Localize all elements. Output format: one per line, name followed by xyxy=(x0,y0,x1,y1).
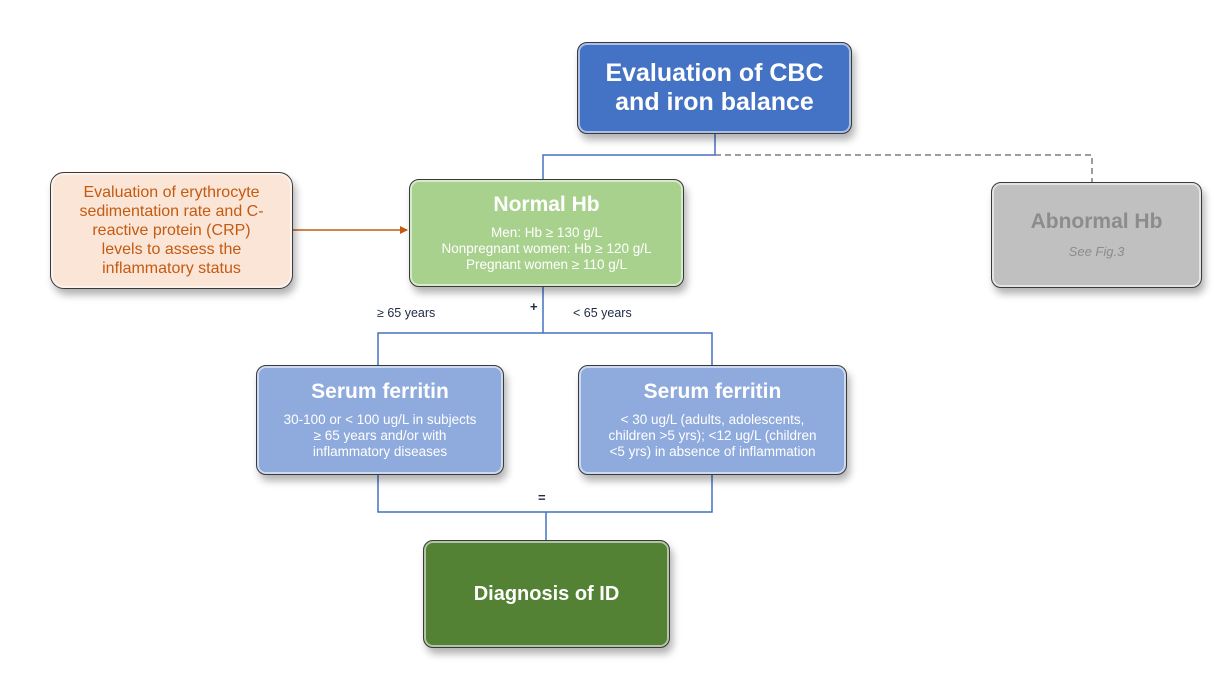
inflammation-evaluation-text: Evaluation of erythrocyte sedimentation … xyxy=(79,183,264,278)
serum-ferritin-elderly-box: Serum ferritin 30-100 or < 100 ug/L in s… xyxy=(256,365,504,475)
cbc-evaluation-box: Evaluation of CBC and iron balance xyxy=(577,42,852,134)
cbc-evaluation-title: Evaluation of CBC and iron balance xyxy=(605,59,824,116)
serum-ferritin-younger-box: Serum ferritin < 30 ug/L (adults, adoles… xyxy=(578,365,847,475)
serum-ferritin-younger-text: < 30 ug/L (adults, adolescents, children… xyxy=(608,411,817,460)
serum-ferritin-elderly-title: Serum ferritin xyxy=(311,379,449,403)
normal-hb-title: Normal Hb xyxy=(493,192,600,216)
abnormal-hb-title: Abnormal Hb xyxy=(1030,210,1163,234)
diagnosis-box: Diagnosis of ID xyxy=(423,540,670,648)
connector-cbc-to-normal xyxy=(542,134,716,179)
connector-normal-split xyxy=(377,287,544,365)
inflammation-evaluation-box: Evaluation of erythrocyte sedimentation … xyxy=(50,172,293,289)
normal-hb-criteria: Men: Hb ≥ 130 g/L Nonpregnant women: Hb … xyxy=(441,224,652,273)
age-65-plus-label: ≥ 65 years xyxy=(377,306,436,320)
abnormal-hb-box: Abnormal Hb See Fig.3 xyxy=(991,182,1202,288)
age-under-65-label: < 65 years xyxy=(573,306,632,320)
equals-symbol: = xyxy=(538,490,546,505)
diagnosis-title: Diagnosis of ID xyxy=(473,582,620,605)
connector-cbc-to-abnormal xyxy=(715,154,1093,182)
normal-hb-box: Normal Hb Men: Hb ≥ 130 g/L Nonpregnant … xyxy=(409,179,684,287)
connector-normal-split-right xyxy=(543,332,713,365)
abnormal-hb-note: See Fig.3 xyxy=(1068,244,1125,260)
plus-symbol: + xyxy=(530,299,538,314)
connector-ferritin-merge-left xyxy=(377,475,713,513)
serum-ferritin-younger-title: Serum ferritin xyxy=(643,379,782,403)
serum-ferritin-elderly-text: 30-100 or < 100 ug/L in subjects ≥ 65 ye… xyxy=(283,411,477,460)
